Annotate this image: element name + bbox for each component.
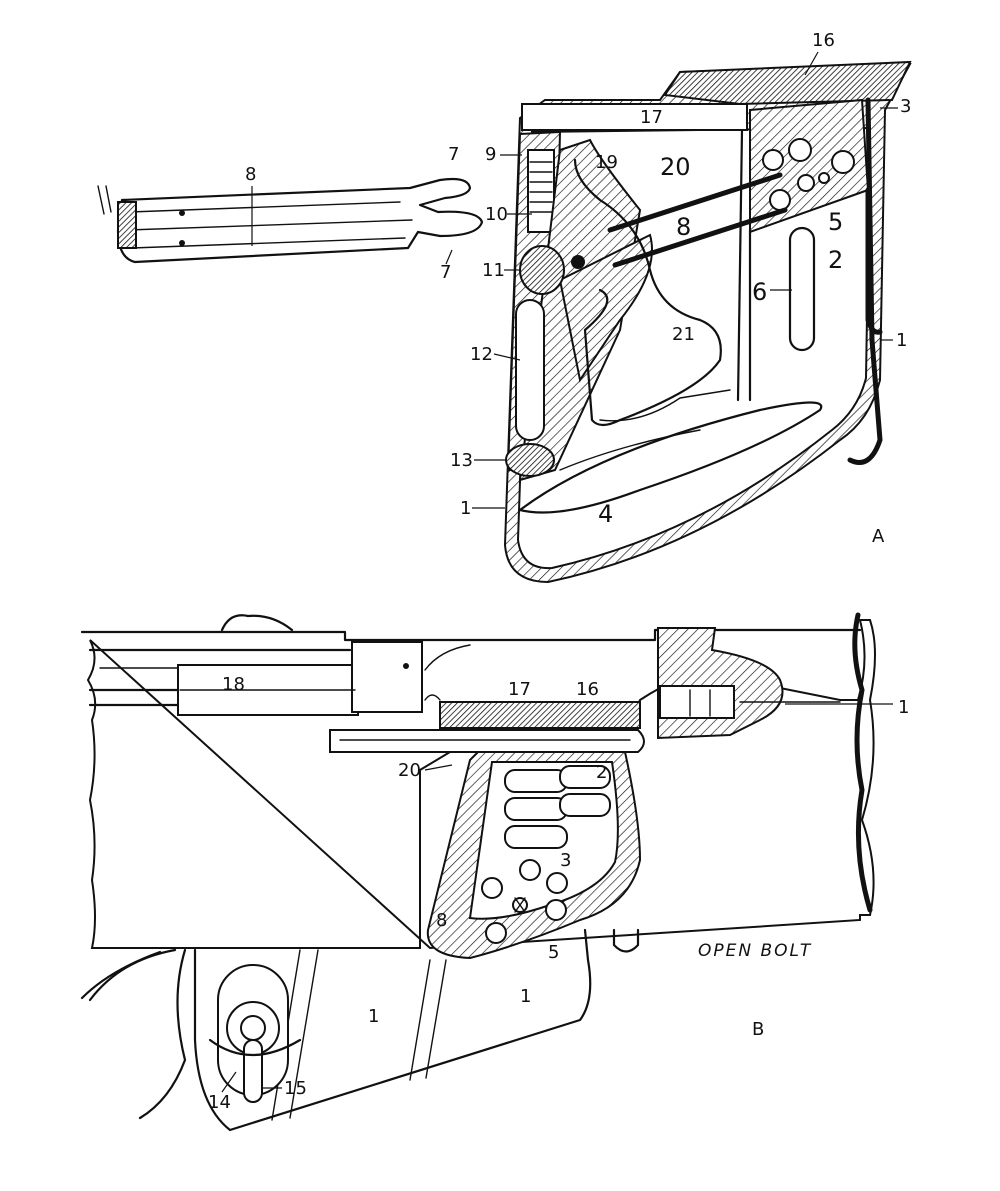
feed-arm-lower [612,207,788,268]
pivot [519,245,565,295]
callout-8-a: 8 [676,213,691,241]
callout-16-b: 16 [576,679,599,700]
callout-2-a: 2 [828,246,843,274]
callout-1-b-right: 1 [898,697,909,718]
callout-17-a: 17 [640,107,663,128]
callout-20-b: 20 [398,760,421,781]
callout-2-b: 2 [596,762,607,783]
figure-a-caption: A [872,526,885,547]
figure-a [97,60,912,584]
callout-11-a: 11 [482,260,505,281]
labels-figure-b: 18 17 16 1 20 2 3 8 5 OPEN BOLT 1 1 B 14… [208,674,909,1113]
callout-3-b: 3 [560,850,571,871]
callout-13-a: 13 [450,450,473,471]
callout-19-a: 19 [595,152,618,173]
top-cover-b [439,701,641,729]
callout-7-top: 7 [448,144,459,165]
callout-1-a-left: 1 [460,498,471,519]
slot [788,226,816,352]
feed-path [518,401,823,514]
callout-3-a: 3 [900,96,911,117]
labels-figure-a: 16 17 3 9 19 20 7 8 10 5 8 7 2 11 6 12 2… [245,30,911,547]
bolt-handle [208,964,302,1103]
callout-1-b-grip: 1 [368,1006,379,1027]
callout-5-a: 5 [828,208,843,236]
callout-1-b-guard: 1 [520,986,531,1007]
callout-1-a-right: 1 [896,330,907,351]
callout-16-a: 16 [812,30,835,51]
cam-track [573,158,722,427]
feed-arm [607,172,783,233]
top-rail [521,103,748,131]
callout-15-b: 15 [284,1078,307,1099]
top-rail-b [329,729,645,753]
callout-18-b: 18 [222,674,245,695]
base-pin [505,443,555,477]
callout-8-detail: 8 [245,164,256,185]
figure-b-caption: B [752,1019,764,1040]
callout-5-b: 5 [548,942,559,963]
callout-20-a: 20 [660,153,691,181]
figure-b [80,612,876,1132]
guide-slot [515,299,545,441]
lower-receiver [193,928,592,1132]
feed-arm-detail-drawing [97,177,484,264]
bolt [177,614,423,716]
callout-9-a: 9 [485,144,496,165]
callout-7-bottom: 7 [440,262,451,283]
callout-6-a: 6 [752,278,767,306]
top-cover [663,60,912,106]
callout-17-b: 17 [508,679,531,700]
callout-14-b: 14 [208,1092,231,1113]
callout-21-a: 21 [672,324,695,345]
callout-4-a: 4 [598,500,613,528]
callout-8-b: 8 [436,910,447,931]
callout-10-a: 10 [485,204,508,225]
open-bolt-note: OPEN BOLT [698,941,812,961]
callout-12-a: 12 [470,344,493,365]
